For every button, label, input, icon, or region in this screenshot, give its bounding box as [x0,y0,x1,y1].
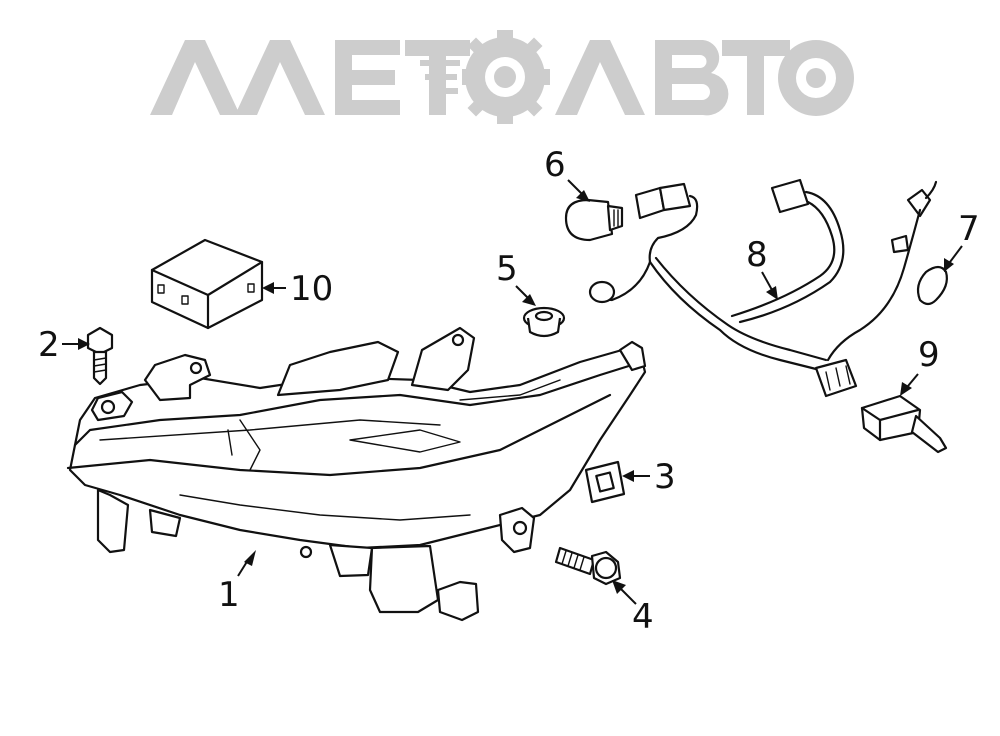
bulb-cover [564,198,624,242]
callout-3: 3 [622,457,676,497]
sensor [860,394,948,454]
callout-label-8: 8 [746,235,768,275]
callout-8: 8 [746,235,778,300]
callout-label-7: 7 [958,209,980,249]
bulb [916,265,948,306]
screw [86,326,114,386]
callout-label-6: 6 [544,145,566,185]
watermark-logo [150,30,854,124]
callout-9: 9 [900,335,940,396]
control-module [150,238,264,330]
bolt [554,546,622,586]
callout-label-3: 3 [654,457,676,497]
callout-label-10: 10 [290,269,333,309]
callout-label-4: 4 [632,597,654,637]
callout-5: 5 [496,249,536,306]
gear-icon [420,30,550,124]
wire-harness [588,178,938,398]
headlamp-assembly [66,326,647,622]
callout-label-1: 1 [218,575,240,615]
callout-7: 7 [944,209,980,272]
callout-label-2: 2 [38,325,60,365]
callout-2: 2 [38,325,90,365]
callout-label-9: 9 [918,335,940,375]
callout-label-5: 5 [496,249,518,289]
grommet [522,306,566,338]
callout-1: 1 [218,550,256,615]
callout-10: 10 [262,269,333,309]
callout-6: 6 [544,145,590,202]
clip-nut [584,460,626,504]
callout-4: 4 [612,580,654,637]
